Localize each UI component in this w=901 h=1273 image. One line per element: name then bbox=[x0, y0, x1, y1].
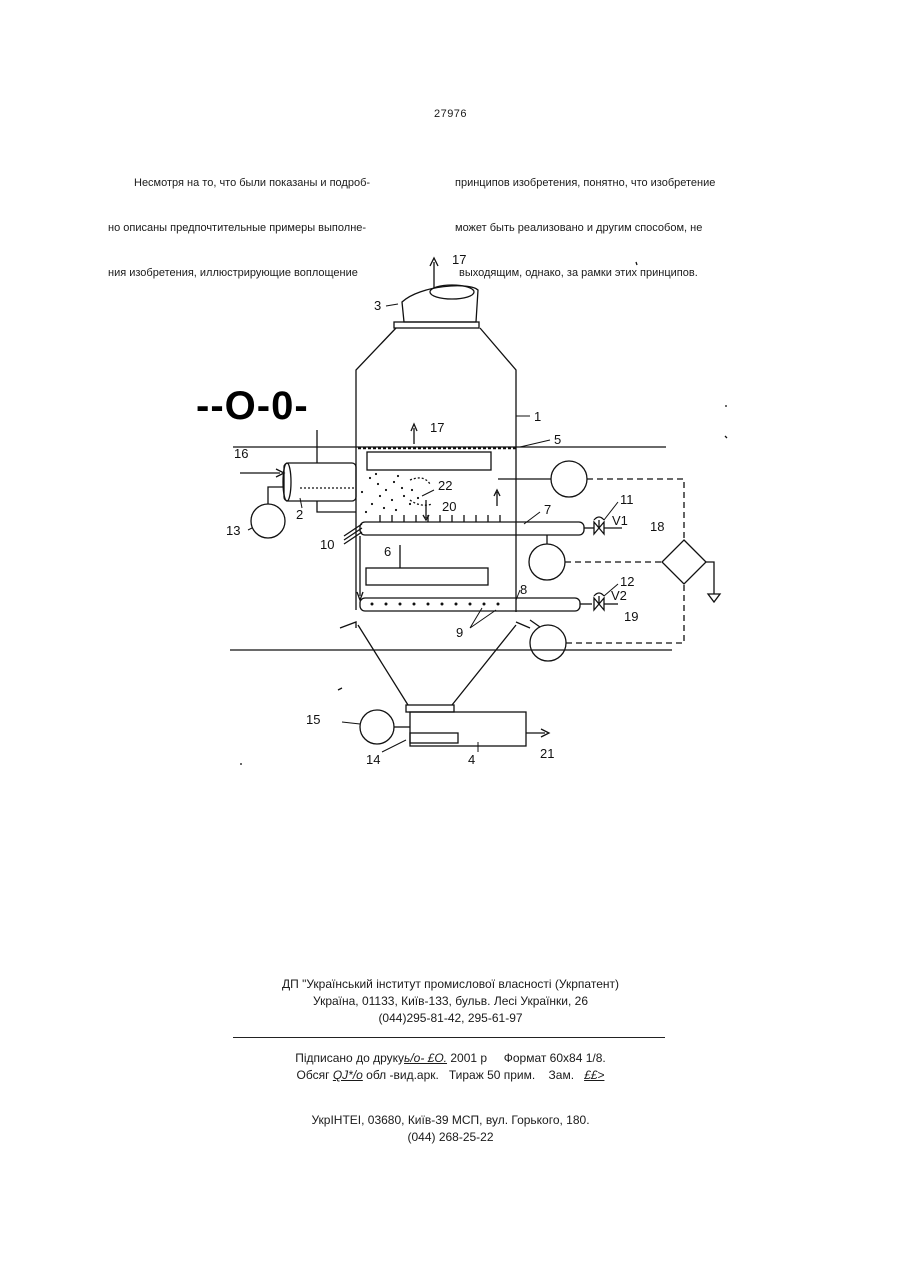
left-line-2: но описаны предпочтительные примеры выпо… bbox=[108, 221, 370, 236]
label-17-inner: 17 bbox=[430, 420, 444, 435]
label-4: 4 bbox=[468, 752, 475, 767]
label-19: 19 bbox=[624, 609, 638, 624]
label-5: 5 bbox=[554, 432, 561, 447]
label-17-top: 17 bbox=[452, 252, 466, 267]
label-6: 6 bbox=[384, 544, 391, 559]
nozzle-flange bbox=[394, 322, 479, 328]
label-2: 2 bbox=[296, 507, 303, 522]
label-7: 7 bbox=[544, 502, 551, 517]
right-line-1: принципов изобретения, понятно, что изоб… bbox=[455, 176, 715, 191]
label-11: 11 bbox=[620, 492, 634, 507]
left-line-1: Несмотря на то, что были показаны и подр… bbox=[108, 176, 370, 191]
label-20: 20 bbox=[442, 499, 456, 514]
label-18: 18 bbox=[650, 519, 664, 534]
print-info-block: Підписано до друкуь/о- £О. 2001 р Формат… bbox=[0, 1050, 901, 1084]
publisher-line-3: (044)295-81-42, 295-61-97 bbox=[0, 1010, 901, 1027]
controller bbox=[662, 540, 706, 584]
volume-handwritten: QJ*/o bbox=[333, 1068, 363, 1082]
publisher-line-2: Україна, 01133, Київ-133, бульв. Лесі Ук… bbox=[0, 993, 901, 1010]
order-handwritten: ££> bbox=[584, 1068, 604, 1082]
signed-handwritten: ь/о- £О. bbox=[404, 1051, 447, 1065]
label-9: 9 bbox=[456, 625, 463, 640]
label-3: 3 bbox=[374, 298, 381, 313]
label-12: 12 bbox=[620, 574, 634, 589]
pump-15 bbox=[360, 710, 394, 744]
printer-line-2: (044) 268-25-22 bbox=[0, 1129, 901, 1146]
sensor-upper bbox=[551, 461, 587, 497]
pump-13 bbox=[251, 504, 285, 538]
sensor-middle bbox=[529, 544, 565, 580]
publisher-line-1: ДП "Український інститут промислової вла… bbox=[0, 976, 901, 993]
outlet-duct bbox=[410, 712, 526, 746]
nozzle-row bbox=[380, 515, 500, 522]
stray-mark: --O-0- bbox=[196, 384, 309, 429]
footer-divider bbox=[233, 1037, 665, 1038]
page-number: 27976 bbox=[0, 108, 901, 120]
spray-pipe-upper bbox=[360, 522, 584, 535]
volume-line: Обсяг QJ*/o обл -вид.арк. Тираж 50 прим.… bbox=[0, 1067, 901, 1084]
label-1: 1 bbox=[534, 409, 541, 424]
sensor-lower bbox=[530, 625, 566, 661]
label-22: 22 bbox=[438, 478, 452, 493]
printer-block: УкрІНТЕІ, 03680, Київ-39 МСП, вул. Горьк… bbox=[0, 1112, 901, 1146]
upper-grid bbox=[367, 452, 491, 470]
apparatus-drawing: 17 3 1 17 5 16 22 20 2 7 11 V1 18 13 10 … bbox=[0, 240, 901, 780]
printer-line-1: УкрІНТЕІ, 03680, Київ-39 МСП, вул. Горьк… bbox=[0, 1112, 901, 1129]
label-21: 21 bbox=[540, 746, 554, 761]
signed-line: Підписано до друкуь/о- £О. 2001 р Формат… bbox=[0, 1050, 901, 1067]
label-14: 14 bbox=[366, 752, 380, 767]
figure-labels: 17 3 1 17 5 16 22 20 2 7 11 V1 18 13 10 … bbox=[226, 252, 664, 767]
label-15: 15 bbox=[306, 712, 320, 727]
spray-pattern bbox=[361, 473, 419, 513]
label-10: 10 bbox=[320, 537, 334, 552]
label-16: 16 bbox=[234, 446, 248, 461]
publisher-block: ДП "Український інститут промислової вла… bbox=[0, 976, 901, 1027]
right-line-2: может быть реализовано и другим способом… bbox=[455, 221, 715, 236]
label-v2: V2 bbox=[611, 588, 627, 603]
lower-grid bbox=[366, 568, 488, 585]
inlet-duct bbox=[284, 463, 356, 501]
exhaust-nozzle bbox=[402, 286, 478, 322]
label-v1: V1 bbox=[612, 513, 628, 528]
label-13: 13 bbox=[226, 523, 240, 538]
label-8: 8 bbox=[520, 582, 527, 597]
vessel-cone bbox=[358, 625, 516, 705]
